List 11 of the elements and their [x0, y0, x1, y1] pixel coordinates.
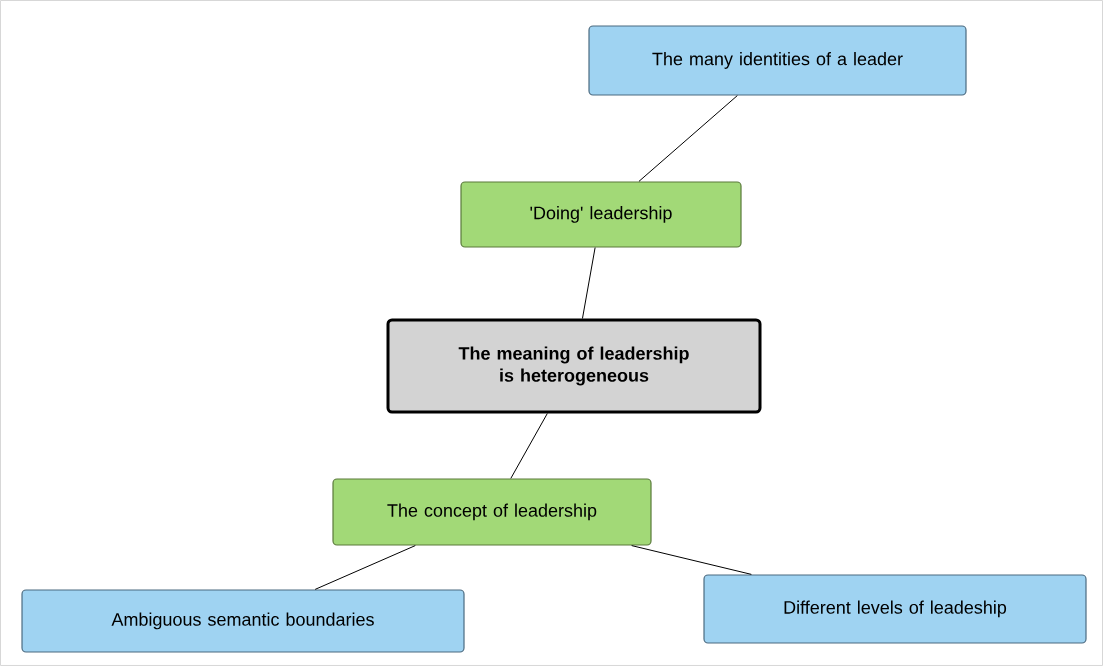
topic-box: Ambiguous semantic boundaries	[21, 589, 465, 653]
connector-line	[314, 545, 416, 590]
topic-box: The many identities of a leader	[588, 25, 967, 96]
topic-box: 'Doing' leadership	[460, 181, 742, 248]
connector-line	[581, 247, 596, 319]
connector-line	[638, 95, 738, 182]
connector-line	[510, 413, 548, 479]
central-topic-box: The meaning of leadership is heterogeneous	[386, 318, 762, 414]
connector-line	[631, 545, 752, 575]
topic-box: The concept of leadership	[332, 478, 652, 546]
topic-box: Different levels of leadeship	[703, 574, 1087, 644]
